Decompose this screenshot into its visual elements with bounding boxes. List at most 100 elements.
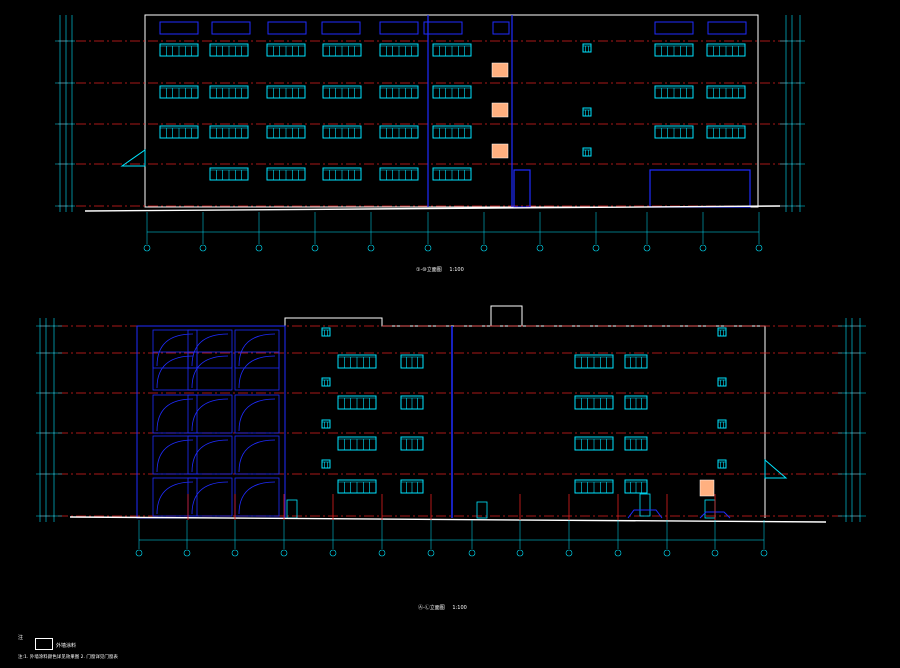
axis-bubble — [711, 549, 719, 557]
glazing-panel — [187, 477, 233, 517]
window — [379, 43, 419, 57]
window — [432, 167, 472, 181]
window — [321, 459, 331, 469]
bottom-window-grid — [321, 327, 727, 494]
axis-bubble — [480, 244, 488, 252]
window — [379, 85, 419, 99]
top-accent-panels — [491, 62, 509, 159]
window-frame — [321, 419, 331, 429]
window-frame — [582, 43, 592, 53]
axis-bubble — [311, 244, 319, 252]
window-frame — [717, 327, 727, 337]
stair-flight — [191, 439, 229, 473]
bottom-elevation-scale: 1:100 — [452, 605, 467, 611]
window — [624, 354, 648, 369]
bottom-accent-panel — [699, 479, 715, 497]
top-entrance-canopy — [120, 149, 146, 167]
glazing-panel — [187, 329, 233, 369]
window — [706, 125, 746, 139]
window — [379, 167, 419, 181]
window — [624, 479, 648, 494]
top-elevation-caption: ①-⑩立面图 1:100 — [416, 266, 464, 273]
glazing-panel — [234, 477, 280, 517]
axis-bubble — [536, 244, 544, 252]
bottom-elevation — [36, 305, 866, 557]
window — [159, 43, 199, 57]
window — [574, 395, 614, 410]
top-left-level-markers — [55, 15, 75, 212]
axis-bubble — [199, 244, 207, 252]
window — [706, 85, 746, 99]
window — [209, 125, 249, 139]
bottom-elevation-title: Ⓐ-Ⓛ立面图 — [418, 605, 445, 611]
top-structure — [427, 15, 751, 208]
stair-flight — [156, 333, 194, 367]
stair-flight — [238, 439, 276, 473]
stair-flight — [156, 355, 194, 389]
window — [322, 85, 362, 99]
stair-flight — [191, 333, 229, 367]
window — [337, 395, 377, 410]
window-frame — [717, 377, 727, 387]
glazing-panel — [234, 394, 280, 434]
axis-bubble — [699, 244, 707, 252]
window — [432, 43, 472, 57]
stair-flight — [156, 439, 194, 473]
window — [574, 354, 614, 369]
axis-bubble — [183, 549, 191, 557]
window — [400, 436, 424, 451]
window — [159, 125, 199, 139]
window — [624, 436, 648, 451]
window — [574, 436, 614, 451]
window-frame — [582, 107, 592, 117]
axis-bubble — [663, 549, 671, 557]
glazing-panel — [234, 435, 280, 475]
glazing-panel — [152, 435, 198, 475]
top-right-level-markers — [780, 15, 805, 212]
glazing-panel — [187, 351, 233, 391]
window — [209, 167, 249, 181]
stair-flight — [191, 481, 229, 515]
window-frame — [717, 419, 727, 429]
top-ground-line — [84, 205, 781, 212]
window-frame — [321, 327, 331, 337]
glazing-panel — [187, 394, 233, 434]
bottom-roof-box — [490, 305, 523, 327]
axis-bubble — [468, 549, 476, 557]
glazing-panel — [152, 477, 198, 517]
stair-flight — [238, 333, 276, 367]
window — [322, 125, 362, 139]
axis-bubble — [143, 244, 151, 252]
stair-flight — [238, 481, 276, 515]
axis-bubble — [755, 244, 763, 252]
window — [624, 395, 648, 410]
axis-bubble — [280, 549, 288, 557]
window — [266, 85, 306, 99]
bottom-ground-line — [69, 516, 827, 523]
window-frame — [717, 459, 727, 469]
glazing-panel — [187, 435, 233, 475]
window — [654, 43, 694, 57]
glazing-panel — [152, 394, 198, 434]
window — [400, 354, 424, 369]
stair-flight — [156, 398, 194, 432]
stair-flight — [156, 481, 194, 515]
axis-bubble — [592, 244, 600, 252]
window — [654, 85, 694, 99]
window — [717, 377, 727, 387]
axis-bubble — [135, 549, 143, 557]
window — [432, 85, 472, 99]
window — [400, 479, 424, 494]
window — [379, 125, 419, 139]
glazing-panel — [234, 329, 280, 369]
stair-flight — [191, 355, 229, 389]
window — [717, 327, 727, 337]
glazing-panel — [152, 351, 198, 391]
top-roof-signs — [159, 21, 747, 35]
top-level-lines — [58, 40, 800, 207]
window — [706, 43, 746, 57]
window — [574, 479, 614, 494]
axis-bubble — [367, 244, 375, 252]
window — [209, 85, 249, 99]
